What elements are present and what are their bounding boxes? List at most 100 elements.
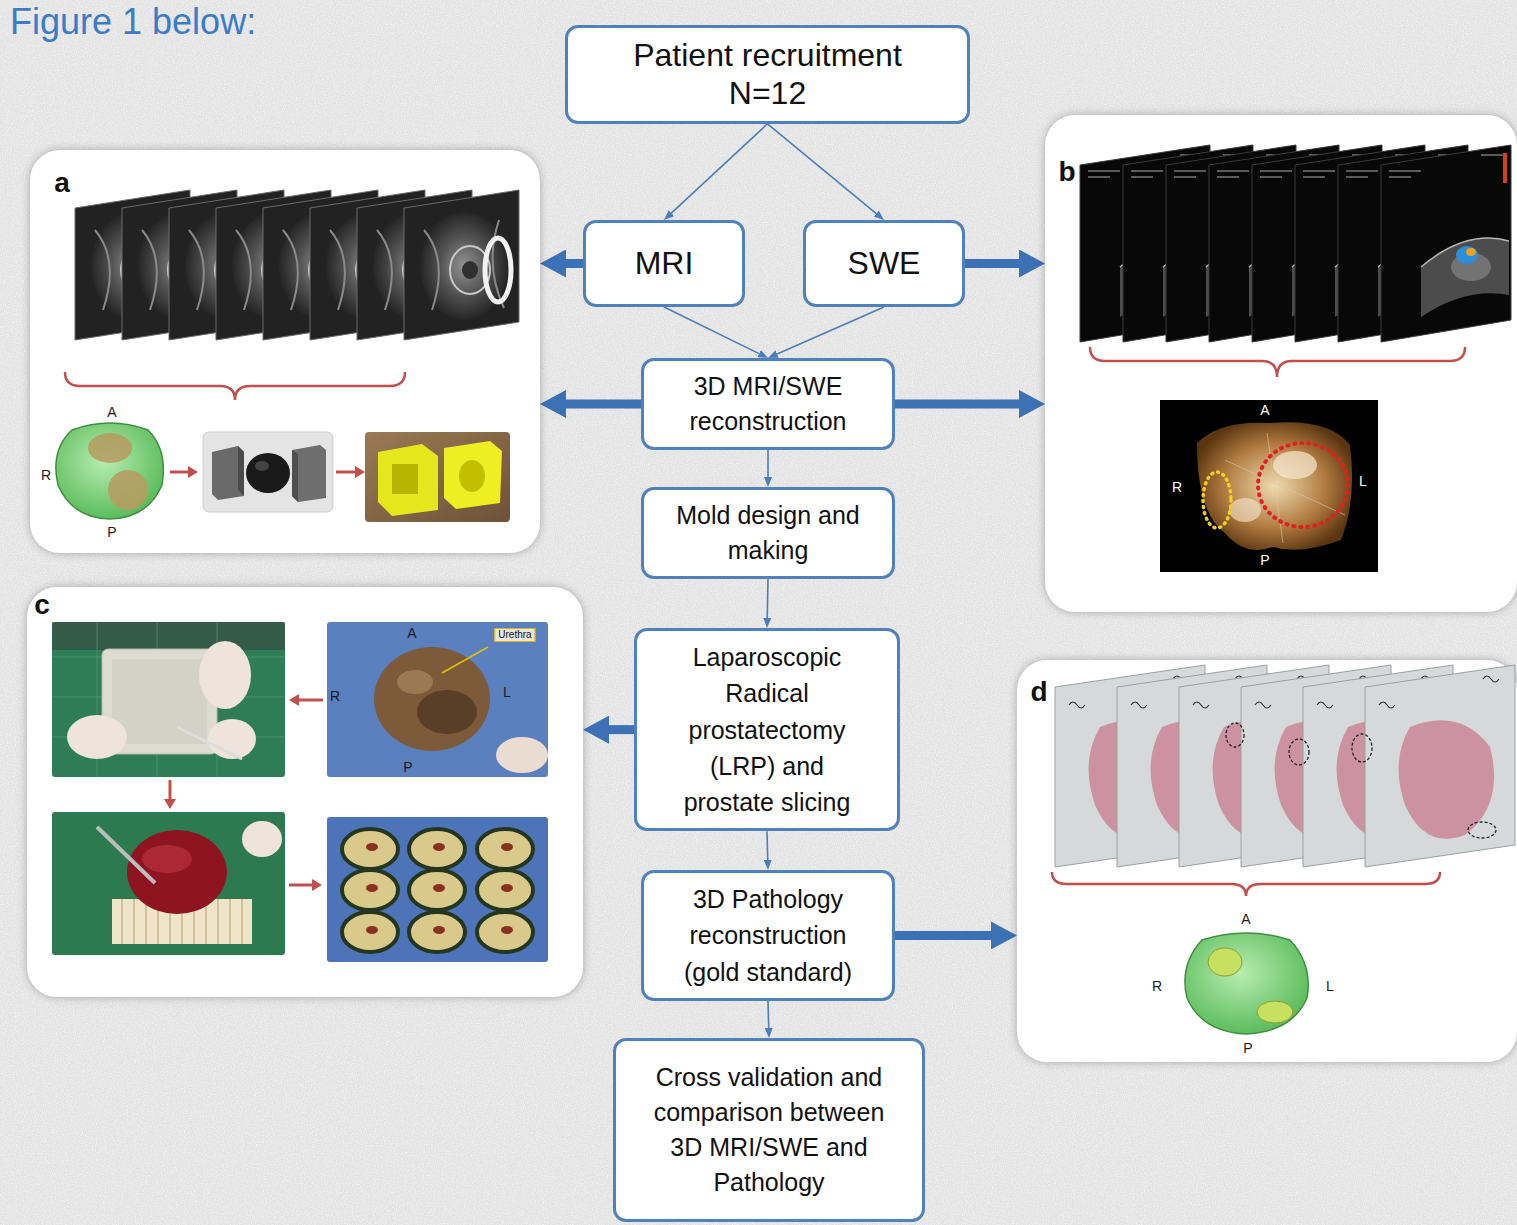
flow-arrow <box>777 307 884 354</box>
mold-render <box>255 461 269 471</box>
prostate-model <box>1185 933 1308 1034</box>
box-label: 3D Pathology reconstruction (gold standa… <box>663 881 873 990</box>
orientation-label: R <box>41 468 51 482</box>
slicing-device-photo <box>142 845 192 873</box>
red-arrow <box>164 694 323 891</box>
mold-photo <box>378 444 438 516</box>
swe-3d-image <box>1229 498 1261 522</box>
box-label: 3D MRI/SWE reconstruction <box>654 369 882 439</box>
histology-slide-stack <box>1468 822 1496 838</box>
red-arrow <box>355 466 365 478</box>
orientation-label: R <box>1152 979 1162 993</box>
red-arrow <box>299 699 323 702</box>
mold-photo <box>459 460 485 492</box>
red-arrow <box>188 466 198 478</box>
process-box: MRI <box>583 220 745 307</box>
orientation-label: P <box>403 760 412 774</box>
histology-slide-stack <box>1226 723 1244 747</box>
figure-panel: cUrethraARLP <box>27 587 583 997</box>
tissue-slices-photo <box>342 829 398 869</box>
orientation-label: P <box>107 525 116 539</box>
swe-illustration <box>1045 115 1517 612</box>
ultrasound-slice-stack <box>1503 153 1507 183</box>
prostate-model <box>56 423 164 519</box>
prostate-specimen-photo <box>374 647 490 751</box>
prostate-specimen-photo <box>327 622 548 777</box>
process-box: SWE <box>803 220 965 307</box>
mold-slicing-photo <box>199 641 251 709</box>
ultrasound-slice-stack <box>1381 145 1511 342</box>
prostate-model <box>56 423 164 519</box>
panel-arrow <box>566 400 641 409</box>
red-arrow <box>170 471 188 474</box>
box-label: MRI <box>635 244 694 282</box>
swe-3d-image <box>1273 451 1317 479</box>
mri-illustration <box>30 150 540 553</box>
panel-letter: c <box>34 591 50 619</box>
mold-render <box>203 432 333 512</box>
red-arrow <box>164 799 176 809</box>
swe-3d-image <box>1160 400 1378 572</box>
tissue-slices-photo <box>342 912 398 952</box>
tissue-slices-photo <box>327 817 548 962</box>
prostate-model <box>108 470 148 510</box>
orientation-label: L <box>1359 474 1367 488</box>
panel-letter: a <box>54 169 70 197</box>
histology-slide-stack <box>1352 734 1372 762</box>
bracket <box>1090 347 1465 377</box>
slicing-device-photo <box>52 812 285 955</box>
mri-slice-stack <box>404 190 519 340</box>
ultrasound-slice-stack <box>1456 246 1478 264</box>
slicing-device-photo <box>52 812 285 955</box>
tissue-slices-photo <box>342 870 398 910</box>
histology-slide-stack <box>1365 665 1515 867</box>
pathology-illustration <box>1017 660 1517 1062</box>
leader-line <box>442 647 488 673</box>
flow-arrow <box>767 1001 769 1028</box>
mold-slicing-photo <box>177 727 242 759</box>
process-box: 3D Pathology reconstruction (gold standa… <box>641 870 895 1001</box>
swe-3d-image <box>1160 400 1378 572</box>
mold-photo <box>365 432 510 522</box>
orientation-label: P <box>1243 1041 1252 1055</box>
box-label: SWE <box>848 244 921 282</box>
flow-arrow <box>767 450 769 477</box>
slicing-device-photo <box>242 821 282 857</box>
panel-arrow <box>965 259 1019 268</box>
mold-photo <box>444 441 502 509</box>
mold-photo <box>365 432 510 522</box>
red-arrow <box>336 471 355 474</box>
histology-slide-stack <box>1289 739 1309 765</box>
panel-arrow <box>895 400 1019 409</box>
slicing-device-photo <box>97 827 155 883</box>
box-label: Cross validation and comparison between … <box>649 1060 889 1200</box>
bracket <box>65 372 405 400</box>
process-box: Laparoscopic Radical prostatectomy (LRP)… <box>634 628 900 831</box>
ultrasound-slice-stack <box>1466 248 1476 256</box>
tissue-slices-photo <box>409 912 465 952</box>
mold-render <box>203 432 333 512</box>
mold-slicing-photo <box>52 622 285 777</box>
mold-render <box>246 453 290 493</box>
histology-slide-stack <box>1055 665 1515 867</box>
panel-letter: d <box>1030 678 1047 706</box>
orientation-label: A <box>1260 403 1269 417</box>
mold-slicing-photo <box>52 622 285 777</box>
anatomy-label: Urethra <box>494 628 535 642</box>
mold-photo <box>392 464 418 494</box>
mold-render <box>238 446 244 496</box>
prostate-model <box>1185 933 1308 1034</box>
process-box: Mold design and making <box>641 487 895 579</box>
prostate-specimen-photo <box>327 622 548 777</box>
orientation-label: A <box>1241 912 1250 926</box>
red-arrow <box>289 884 312 887</box>
figure-panel: bARLP <box>1045 115 1517 612</box>
orientation-label: R <box>1172 480 1182 494</box>
prostate-model <box>88 433 132 463</box>
orientation-label: L <box>1326 979 1334 993</box>
process-box: 3D MRI/SWE reconstruction <box>641 358 895 450</box>
flow-arrow <box>664 307 759 354</box>
